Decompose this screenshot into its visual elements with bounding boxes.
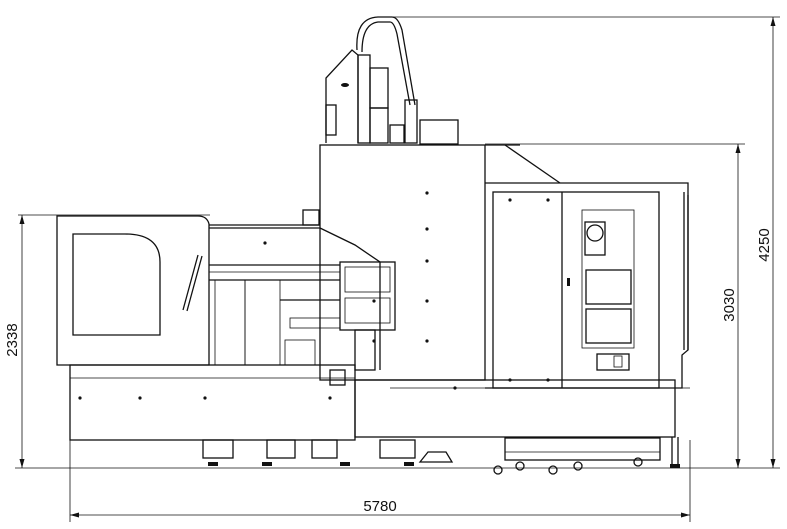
column [319,144,676,438]
dim-3030-label: 3030 [721,288,738,321]
dimension-lines [15,16,780,522]
dim-2338-label: 2338 [4,323,21,356]
base-feet [202,437,680,475]
dim-4250-label: 4250 [756,228,773,261]
spindle-head [325,16,459,145]
bolt-dots [78,191,550,400]
dim-5780-label: 5780 [363,498,396,515]
electrical-cabinet [390,182,690,437]
front-enclosure [56,209,396,441]
